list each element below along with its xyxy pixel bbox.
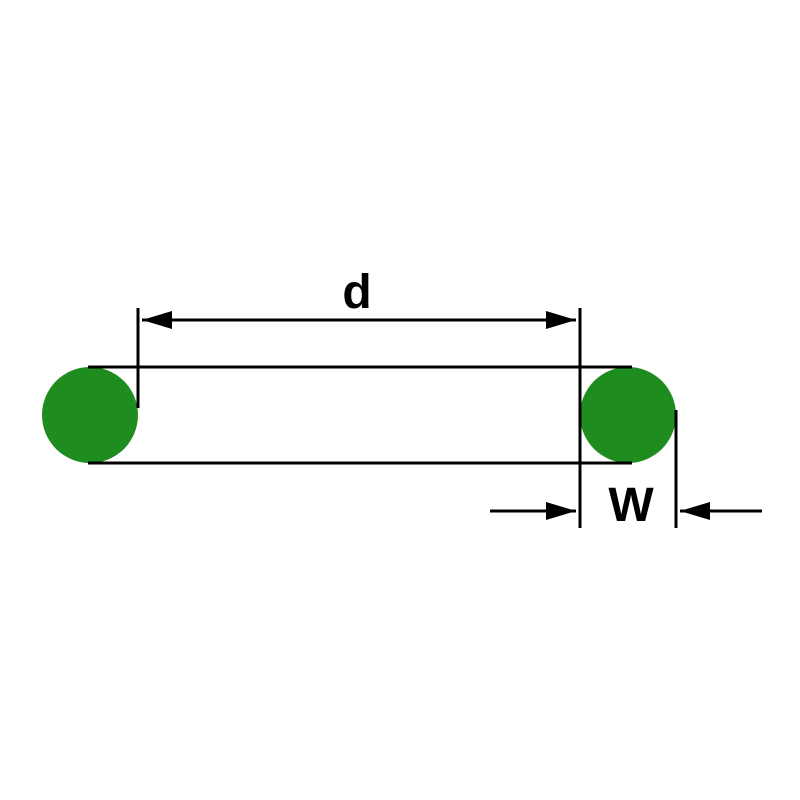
w-dimension-label: W (608, 479, 654, 532)
oring-left-cross-section (42, 367, 138, 463)
d-dimension-label: d (342, 266, 371, 319)
oring-right-cross-section (580, 367, 676, 463)
